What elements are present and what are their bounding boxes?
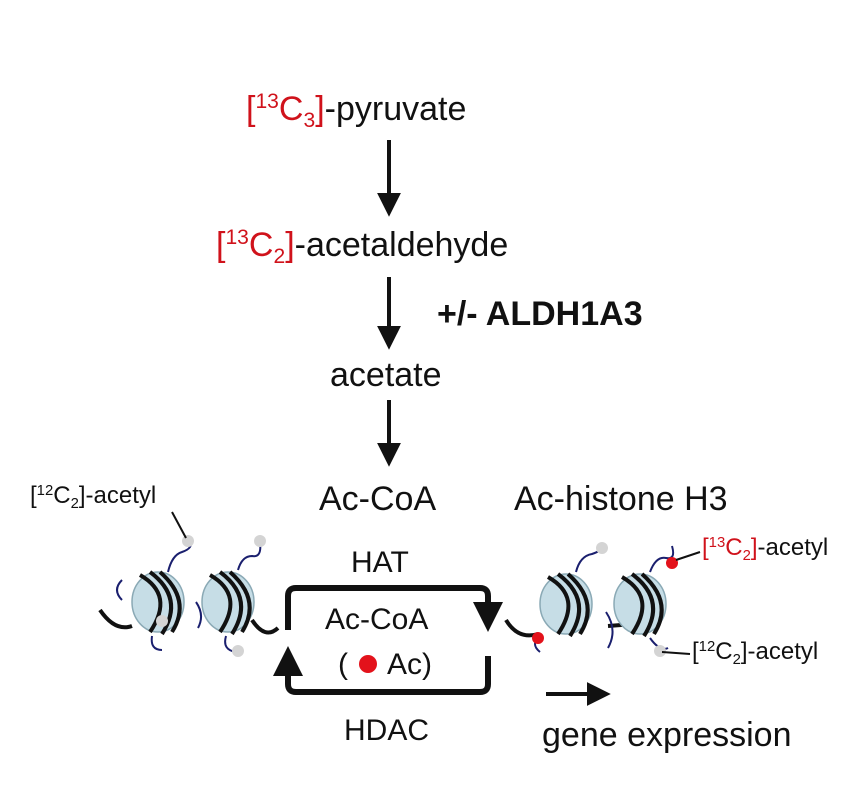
hat-label: HAT (351, 546, 409, 579)
leader-line (675, 551, 701, 561)
dna-wrap (546, 572, 590, 638)
acetyl-12c-dot (156, 615, 168, 627)
hat-arrow (285, 585, 503, 632)
right-nucleosome-pair (504, 542, 701, 657)
left-nucleosome-pair (98, 511, 280, 657)
ac-coa-label: Ac-CoA (319, 480, 437, 518)
cycle-center-labeled-ac: ( Ac) (338, 648, 433, 681)
right-13c-acetyl-label: [13C2]-acetyl (702, 534, 829, 564)
dna-strand (98, 608, 280, 635)
histone-tail (534, 545, 675, 653)
acetyl-12c-dot (254, 535, 266, 547)
dna-wrap (208, 570, 252, 636)
acetyl-13c-dot (666, 557, 678, 569)
cycle-center-accoa: Ac-CoA (325, 603, 429, 636)
pyruvate-label: [13C3]-pyruvate (246, 90, 467, 132)
acetate-label: acetate (330, 356, 442, 394)
acetyl-12c-dot (182, 535, 194, 547)
histone-tail (116, 539, 262, 653)
dna-wrap (138, 570, 182, 636)
acetaldehyde-label: [13C2]-acetaldehyde (216, 226, 509, 268)
dna-wrap (620, 572, 664, 638)
acetyl-12c-dot (596, 542, 608, 554)
leader-line (171, 511, 187, 539)
left-12c-acetyl-label: [12C2]-acetyl (30, 482, 157, 512)
leader-line (661, 651, 691, 655)
acetyl-12c-dot (654, 645, 666, 657)
acetyl-12c-dot (232, 645, 244, 657)
hdac-arrow (273, 646, 491, 695)
gene-expression-label: gene expression (542, 716, 792, 754)
ac-histone-h3-label: Ac-histone H3 (514, 480, 728, 518)
acetyl-13c-dot (532, 632, 544, 644)
right-12c-acetyl-label: [12C2]-acetyl (692, 638, 819, 668)
enzyme-label: +/- ALDH1A3 (437, 295, 643, 333)
hdac-label: HDAC (344, 714, 430, 747)
red-dot-icon (359, 655, 378, 674)
